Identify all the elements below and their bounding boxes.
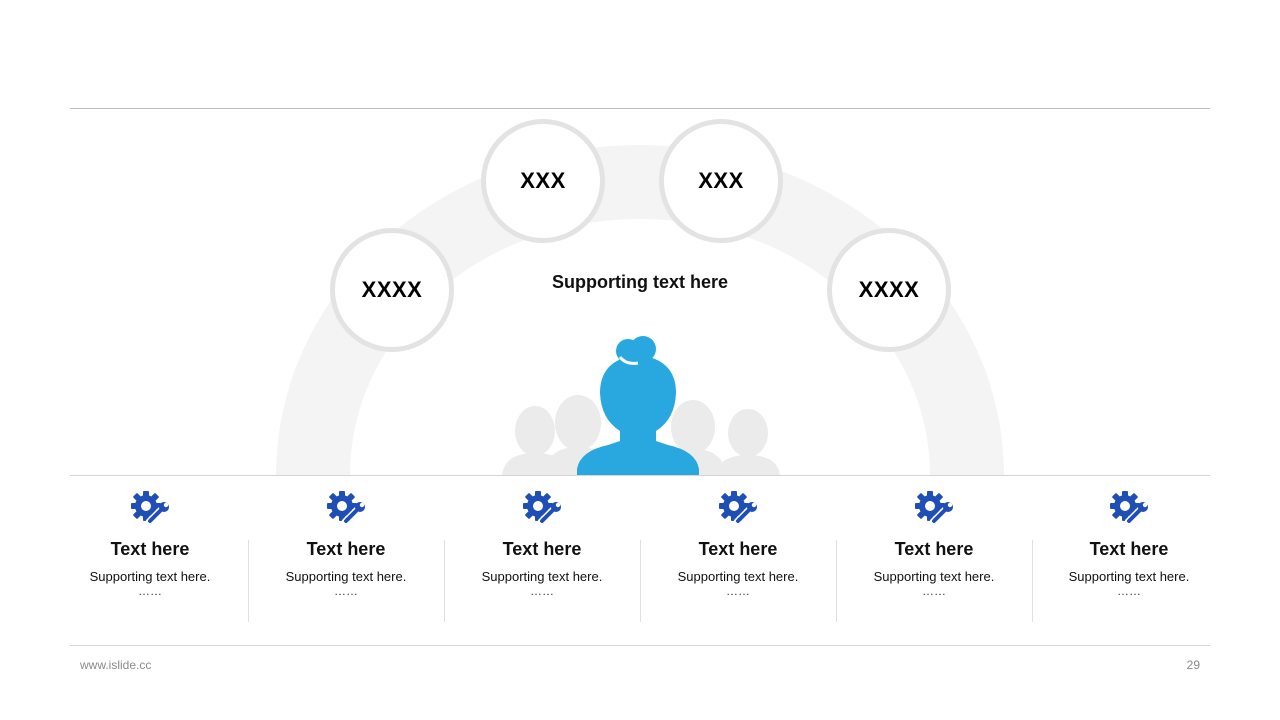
feature-ellipsis: …… xyxy=(334,584,358,598)
feature-title: Text here xyxy=(1089,539,1169,559)
gear-wrench-icon xyxy=(1110,491,1148,526)
gear-wrench-icon xyxy=(719,491,757,526)
node-circle-3: XXX xyxy=(659,119,783,243)
node-circle-1: XXXX xyxy=(330,228,454,352)
people-group-icon xyxy=(502,336,780,476)
feature-title: Text here xyxy=(502,539,582,559)
node-label-1: XXXX xyxy=(361,277,423,302)
gear-wrench-icon xyxy=(523,491,561,526)
feature-supporting-text: Supporting text here. xyxy=(481,569,603,584)
feature-title: Text here xyxy=(306,539,386,559)
feature-ellipsis: …… xyxy=(922,584,946,598)
feature-title: Text here xyxy=(110,539,190,559)
column-divider xyxy=(836,540,837,622)
gear-wrench-icon xyxy=(131,491,169,526)
feature-supporting-text: Supporting text here. xyxy=(285,569,407,584)
feature-ellipsis: …… xyxy=(138,584,162,598)
feature-ellipsis: …… xyxy=(530,584,554,598)
gear-wrench-icon xyxy=(327,491,365,526)
middle-divider xyxy=(70,475,1210,476)
feature-supporting-text: Supporting text here. xyxy=(89,569,211,584)
column-divider xyxy=(640,540,641,622)
feature-supporting-text: Supporting text here. xyxy=(873,569,995,584)
center-supporting-text: Supporting text here xyxy=(551,272,728,292)
footer-page-number: 29 xyxy=(1186,658,1200,672)
feature-column-6: Text here Supporting text here. …… xyxy=(1031,488,1227,597)
node-circle-2: XXX xyxy=(481,119,605,243)
column-divider xyxy=(444,540,445,622)
feature-column-1: Text here Supporting text here. …… xyxy=(52,488,248,597)
feature-column-3: Text here Supporting text here. …… xyxy=(444,488,640,597)
feature-column-4: Text here Supporting text here. …… xyxy=(640,488,836,597)
column-divider xyxy=(1032,540,1033,622)
feature-ellipsis: …… xyxy=(1117,584,1141,598)
node-label-4: XXXX xyxy=(858,277,920,302)
footer-website: www.islide.cc xyxy=(80,658,152,672)
top-divider xyxy=(70,108,1210,109)
feature-title: Text here xyxy=(894,539,974,559)
gear-wrench-icon xyxy=(915,491,953,526)
column-divider xyxy=(248,540,249,622)
bottom-divider xyxy=(70,645,1210,646)
feature-title: Text here xyxy=(698,539,778,559)
node-label-3: XXX xyxy=(698,168,744,193)
feature-supporting-text: Supporting text here. xyxy=(1068,569,1190,584)
feature-supporting-text: Supporting text here. xyxy=(677,569,799,584)
feature-ellipsis: …… xyxy=(726,584,750,598)
node-label-2: XXX xyxy=(520,168,566,193)
node-circle-4: XXXX xyxy=(827,228,951,352)
feature-column-5: Text here Supporting text here. …… xyxy=(836,488,1032,597)
feature-column-2: Text here Supporting text here. …… xyxy=(248,488,444,597)
